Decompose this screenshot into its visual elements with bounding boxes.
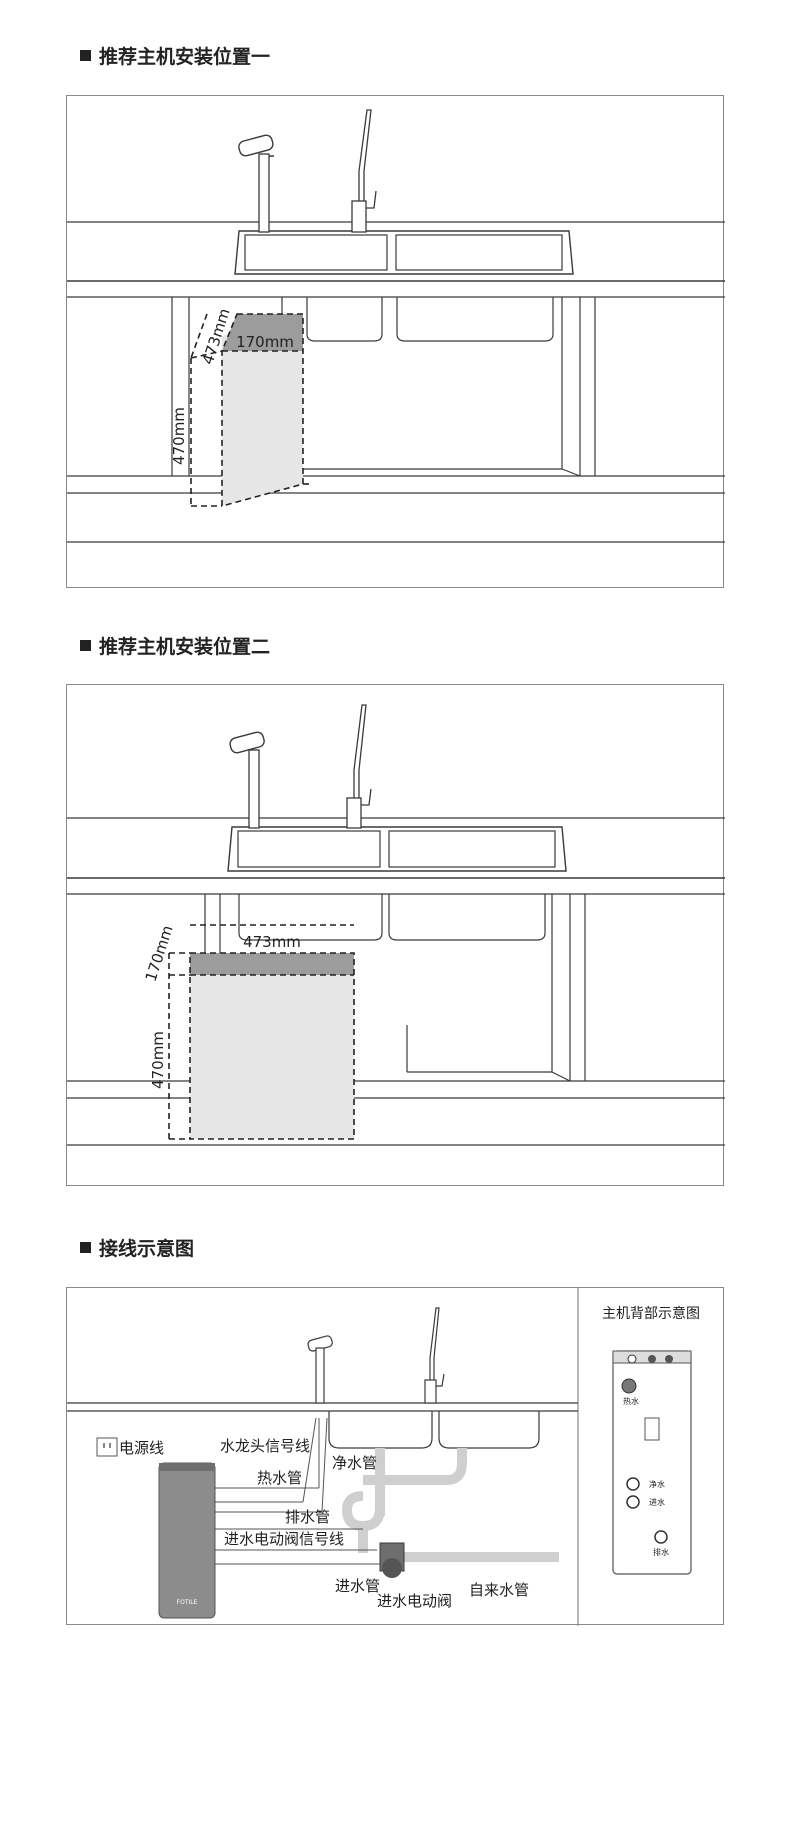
main-faucet-handle: [366, 190, 377, 209]
sink-bowl-left: [244, 234, 388, 271]
main-faucet-handle: [436, 1373, 445, 1387]
label-pure-water-pipe: 净水管: [332, 1454, 377, 1472]
label-tap-water-pipe: 自来水管: [469, 1581, 529, 1599]
rear-port-c: [665, 1355, 673, 1363]
main-unit: [158, 1462, 216, 1619]
sink-bowl-right: [438, 1411, 540, 1449]
bullet-square-icon: [80, 640, 91, 651]
main-faucet-icon: [429, 1307, 440, 1403]
section-title-3-text: 接线示意图: [99, 1238, 195, 1260]
rear-label-pure: 净水: [649, 1479, 665, 1489]
drain-port-icon: [654, 1530, 668, 1544]
unit-box-front: [190, 975, 354, 1139]
dim-label-170: 170mm: [236, 333, 294, 351]
dim-label-470: 470mm: [149, 1031, 167, 1089]
install-diagram-2-svg: 473mm 170mm 470mm: [67, 704, 725, 1146]
rear-port-a: [627, 1354, 637, 1364]
dim-label-473: 473mm: [243, 933, 301, 951]
bowl-under-right: [388, 894, 546, 941]
main-unit-top: [159, 1463, 215, 1471]
unit-box-outline: [221, 313, 304, 508]
hot-faucet-head: [229, 731, 265, 754]
label-inlet-valve: 进水电动阀: [377, 1592, 452, 1610]
main-faucet-icon: [353, 704, 367, 828]
cabinet-floor-corner: [561, 468, 581, 477]
sink-rim: [227, 826, 567, 872]
bullet-square-icon: [80, 50, 91, 61]
label-faucet-signal: 水龙头信号线: [220, 1437, 310, 1455]
inlet-valve-knob: [382, 1558, 402, 1578]
sink-bowl-left: [237, 830, 381, 868]
section-title-1: 推荐主机安装位置一: [80, 42, 270, 69]
hot-faucet-icon: [315, 1347, 325, 1404]
sink-bowl-right: [388, 830, 556, 868]
section-title-3: 接线示意图: [80, 1234, 194, 1261]
pure-water-port-icon: [626, 1477, 640, 1491]
wiring-diagram-svg: FOTILE 电源线 水龙头信号线 净水管 热水管 排水管 进水电动阀信号线 进…: [67, 1288, 700, 1626]
brand-logo: FOTILE: [177, 1599, 198, 1606]
unit-box-top: [190, 953, 354, 975]
wiring-diagram: FOTILE 电源线 水龙头信号线 净水管 热水管 排水管 进水电动阀信号线 进…: [66, 1287, 724, 1626]
rear-label-plate: [644, 1417, 660, 1441]
unit-box-outline: [189, 952, 355, 1140]
rear-port-b: [648, 1355, 656, 1363]
main-faucet-base: [351, 200, 367, 233]
unit-box-top: [222, 314, 303, 351]
rear-label-inlet: 进水: [649, 1497, 665, 1507]
line-pure-water-up: [321, 1417, 328, 1513]
hot-water-port-icon: [621, 1378, 637, 1394]
bullet-square-icon: [80, 1242, 91, 1253]
label-power-cord: 电源线: [119, 1439, 164, 1457]
inlet-port-icon: [626, 1495, 640, 1509]
unit-box-front: [222, 314, 303, 506]
main-faucet-base: [424, 1379, 437, 1404]
drain-trap: [341, 1480, 385, 1532]
label-drain-pipe: 排水管: [285, 1508, 330, 1526]
dim-line-473: [190, 313, 208, 359]
install-diagram-1: 473mm 170mm 470mm: [66, 95, 725, 588]
line-hot-water-up: [302, 1417, 317, 1503]
hot-faucet-head: [238, 134, 274, 157]
cabinet-floor-corner: [551, 1071, 571, 1082]
install-diagram-1-svg: 473mm 170mm 470mm: [67, 109, 725, 543]
sink-bowl-left: [328, 1411, 433, 1449]
bowl-under-right: [396, 297, 554, 342]
label-hot-water-pipe: 热水管: [257, 1469, 302, 1487]
rear-label-drain: 排水: [653, 1547, 669, 1557]
power-socket-icon: [96, 1437, 118, 1457]
bowl-under-left: [306, 297, 383, 342]
dim-line-mid: [190, 350, 223, 359]
rear-view-title: 主机背部示意图: [602, 1305, 700, 1322]
sink-bowl-right: [395, 234, 563, 271]
sink-rim: [234, 230, 574, 275]
hot-faucet-icon: [248, 749, 260, 829]
section-title-2: 推荐主机安装位置二: [80, 632, 270, 659]
hot-faucet-body: [258, 153, 270, 233]
section-title-2-text: 推荐主机安装位置二: [99, 636, 271, 658]
label-inlet-pipe: 进水管: [335, 1577, 380, 1595]
main-faucet-handle: [361, 788, 372, 806]
bowl-under-left: [238, 894, 383, 941]
dim-label-470: 470mm: [170, 407, 188, 465]
main-faucet-base: [346, 797, 362, 829]
rear-label-hot: 热水: [623, 1396, 639, 1406]
install-diagram-2: 473mm 170mm 470mm: [66, 684, 725, 1186]
label-inlet-valve-signal: 进水电动阀信号线: [224, 1530, 344, 1548]
section-title-1-text: 推荐主机安装位置一: [99, 46, 271, 68]
